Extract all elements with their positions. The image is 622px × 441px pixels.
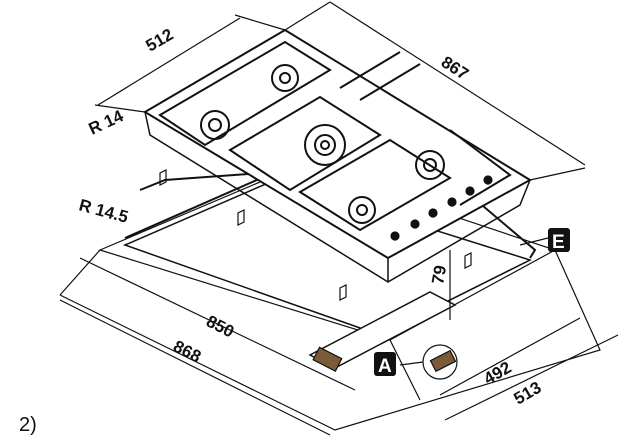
control-knobs [390,175,493,241]
wood-section [312,346,343,372]
label-492: 492 [481,358,515,389]
dimension-line-868 [59,299,331,436]
burners [200,64,445,224]
callout-e: E [552,232,565,253]
label-850: 850 [203,312,237,342]
dimension-line-867 [284,1,586,181]
label-513: 513 [511,378,545,409]
label-867: 867 [438,52,472,83]
hob-body-side [144,111,531,283]
dimension-line-512 [94,14,286,113]
cutout-outline [122,179,532,336]
wood-section [429,349,457,373]
dimension-line-513 [444,334,619,421]
label-r14-5: R 14.5 [77,196,130,227]
seal-strip [124,171,537,259]
callout-a-box [374,352,396,376]
pan-supports [158,40,512,232]
callout-leader-e [519,237,549,246]
figure-caption: 2) [19,414,37,436]
callout-e-box [548,228,570,252]
label-79: 79 [428,264,450,286]
dimension-line-850 [79,257,356,391]
label-r14: R 14 [86,106,127,139]
label-868: 868 [170,337,204,367]
clip [159,169,472,301]
label-512: 512 [143,25,177,56]
callout-leader-a [399,361,424,366]
callout-a: A [378,356,392,377]
dimension-line-492 [439,317,581,396]
